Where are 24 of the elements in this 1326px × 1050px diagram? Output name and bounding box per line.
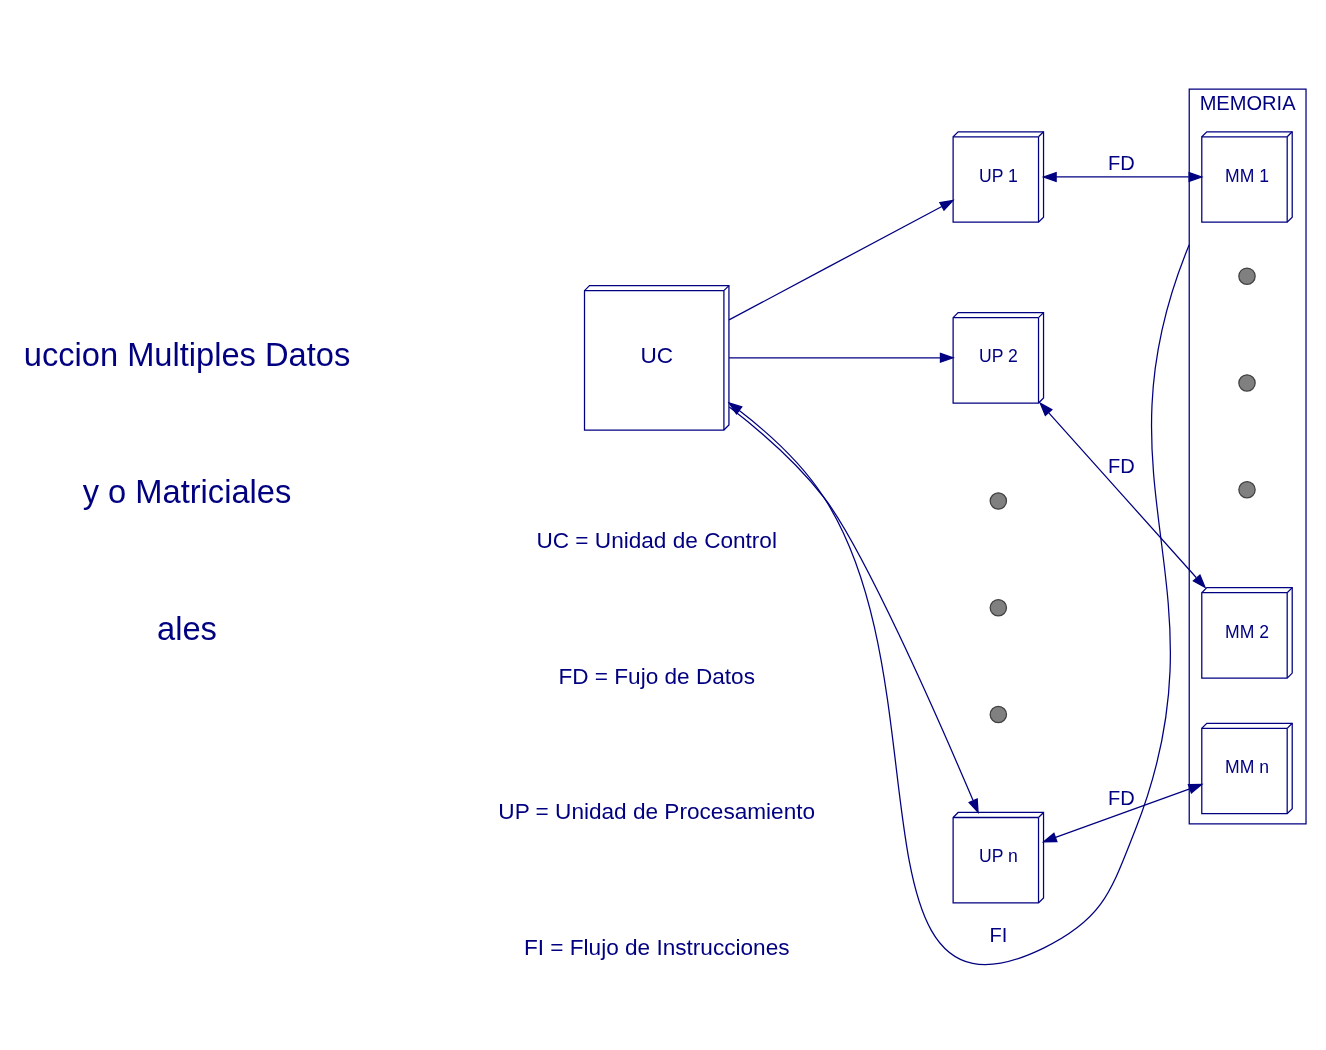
edge-label: FD — [1108, 454, 1135, 477]
node-circle — [1238, 373, 1256, 392]
edge-label: FD — [1108, 151, 1135, 174]
arrow — [727, 243, 1190, 964]
node-circle — [989, 491, 1008, 510]
edge-label: FI — [989, 923, 1008, 946]
edge-label: FD — [1108, 786, 1135, 809]
label: ales — [157, 609, 217, 647]
label: uccion Multiples Datos — [23, 335, 351, 373]
label: y o Matriciales — [82, 472, 292, 510]
node-circle — [989, 705, 1008, 723]
arrow — [728, 405, 979, 814]
arrow — [728, 352, 955, 363]
label: UP = Unidad de Procesamiento — [498, 798, 816, 824]
node-circle — [989, 598, 1008, 617]
arrow — [728, 199, 955, 321]
arrow — [1038, 401, 1207, 589]
label: FI = Flujo de Instrucciones — [523, 934, 790, 960]
arrow — [1041, 171, 1204, 182]
label: UC = Unidad de Control — [536, 527, 777, 553]
node-circle — [1238, 480, 1256, 498]
node-circle — [1238, 266, 1256, 285]
arrow — [1041, 783, 1204, 842]
label: FD = Fujo de Datos — [558, 663, 755, 689]
